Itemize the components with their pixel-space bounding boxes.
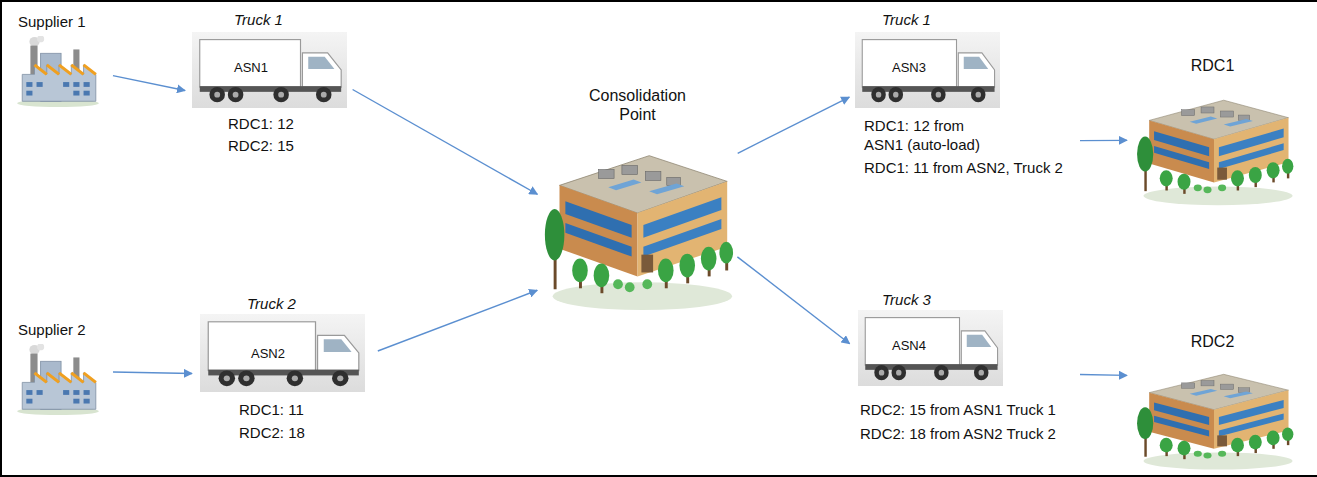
node-text: RDC1: 12 from ASN1 (auto-load) [864, 116, 996, 154]
asn-label: ASN4 [892, 336, 926, 355]
truck-name: Truck 3 [882, 290, 931, 309]
node-text: Supplier 1 [18, 12, 86, 31]
hub-node: Consolidation Point [540, 84, 735, 312]
truck-icon [858, 310, 1003, 386]
node-text: RDC2: 15 [228, 136, 294, 155]
flow-arrow [737, 257, 849, 344]
node-title: RDC2 [1130, 332, 1295, 351]
node-title: Consolidation Point [575, 86, 700, 124]
node-text: RDC1: 12 [228, 114, 294, 133]
building-icon [1137, 100, 1293, 205]
truck-node: Truck 1 ASN1RDC1: 12 RDC2: 15 [188, 8, 350, 159]
asn-label: ASN3 [892, 58, 926, 77]
node-text: RDC2: 15 from ASN1 Truck 1 [860, 400, 1056, 419]
node-text: Supplier 2 [18, 320, 86, 339]
factory-icon [17, 344, 99, 416]
rdc-node: RDC1 [1130, 52, 1299, 207]
truck-icon [200, 314, 365, 392]
asn-label: ASN1 [234, 58, 268, 77]
node-text: RDC2: 18 [239, 423, 305, 442]
building-icon [545, 156, 733, 310]
factory-icon [17, 36, 99, 108]
truck-name: Truck 2 [247, 294, 296, 313]
truck-icon [192, 32, 347, 108]
rdc-node: RDC2 [1130, 330, 1299, 472]
truck-node: Truck 1 ASN3RDC1: 12 from ASN1 (auto-load… [852, 8, 1077, 203]
node-text: RDC1: 11 from ASN2, Truck 2 [864, 158, 1063, 177]
truck-icon [855, 32, 1000, 108]
flow-arrow [113, 76, 185, 91]
node-title: RDC1 [1130, 56, 1295, 75]
node-text: RDC2: 18 from ASN2 Truck 2 [860, 424, 1056, 443]
building-icon [1137, 374, 1293, 469]
flow-arrow [738, 97, 850, 153]
supplier-node: Supplier 2 [10, 318, 110, 418]
flow-arrow [1080, 140, 1127, 142]
flow-arrow [1080, 374, 1127, 376]
truck-name: Truck 1 [234, 10, 283, 29]
flow-arrow [378, 290, 537, 351]
truck-node: Truck 2 ASN2RDC1: 11 RDC2: 18 [195, 292, 375, 446]
truck-name: Truck 1 [882, 10, 931, 29]
flow-arrow [113, 372, 192, 374]
truck-node: Truck 3 ASN4RDC2: 15 from ASN1 Truck 1 RDC… [852, 288, 1077, 448]
node-text: RDC1: 11 [239, 400, 304, 419]
flow-arrow [353, 90, 538, 195]
supplier-node: Supplier 1 [10, 8, 110, 108]
asn-label: ASN2 [251, 344, 285, 363]
